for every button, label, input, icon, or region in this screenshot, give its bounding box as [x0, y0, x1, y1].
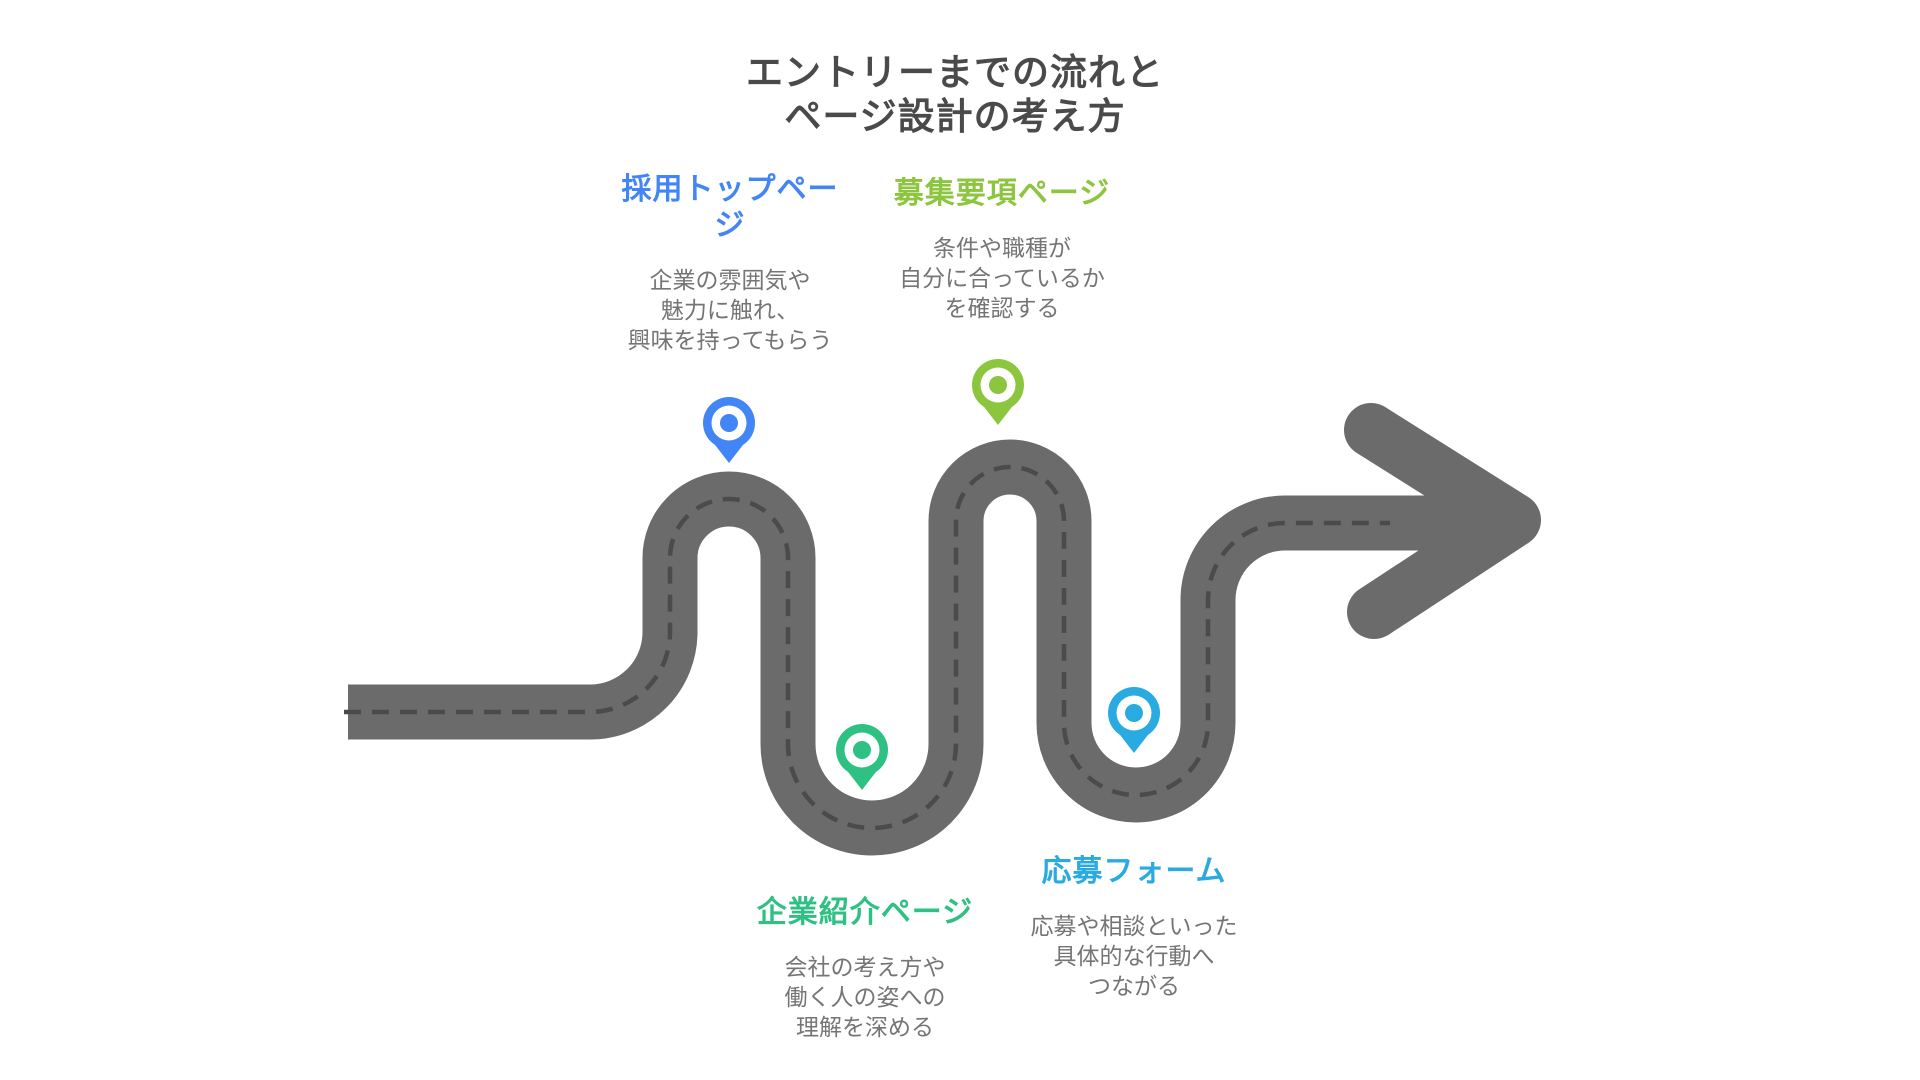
step-block-entry-form: 応募フォーム 応募や相談といった 具体的な行動へ つながる — [984, 854, 1284, 1002]
map-pin-dot — [989, 376, 1007, 394]
step-description: 会社の考え方や 働く人の姿への 理解を深める — [784, 954, 946, 1040]
step-description: 条件や職種が 自分に合っているか を確認する — [899, 235, 1105, 321]
step-description: 企業の雰囲気や 魅力に触れ、 興味を持ってもらう — [627, 267, 833, 353]
step-block-requirements-page: 募集要項ページ 条件や職種が 自分に合っているか を確認する — [852, 176, 1152, 324]
road-path — [348, 439, 1490, 856]
pin-entry-form — [1108, 687, 1160, 753]
step-label: 応募フォーム — [1041, 855, 1227, 888]
road-arrowhead-icon — [1344, 403, 1541, 639]
road-centerline — [344, 464, 1390, 831]
step-description: 応募や相談といった 具体的な行動へ つながる — [1030, 913, 1238, 999]
step-block-recruit-top-page: 採用トップページ 企業の雰囲気や 魅力に触れ、 興味を持ってもらう — [613, 172, 848, 356]
step-label: 企業紹介ページ — [756, 896, 974, 929]
pin-company-intro-page — [836, 724, 888, 790]
step-label: 募集要項ページ — [893, 177, 1111, 210]
pin-requirements-page — [972, 359, 1024, 425]
map-pin-dot — [1125, 704, 1143, 722]
pin-recruit-top-page — [703, 397, 755, 463]
page-title: エントリーまでの流れと ページ設計の考え方 — [746, 51, 1164, 138]
step-label: 採用トップページ — [621, 173, 839, 242]
map-pin-dot — [853, 741, 871, 759]
step-block-company-intro-page: 企業紹介ページ 会社の考え方や 働く人の姿への 理解を深める — [715, 895, 1015, 1043]
map-pin-dot — [720, 414, 738, 432]
